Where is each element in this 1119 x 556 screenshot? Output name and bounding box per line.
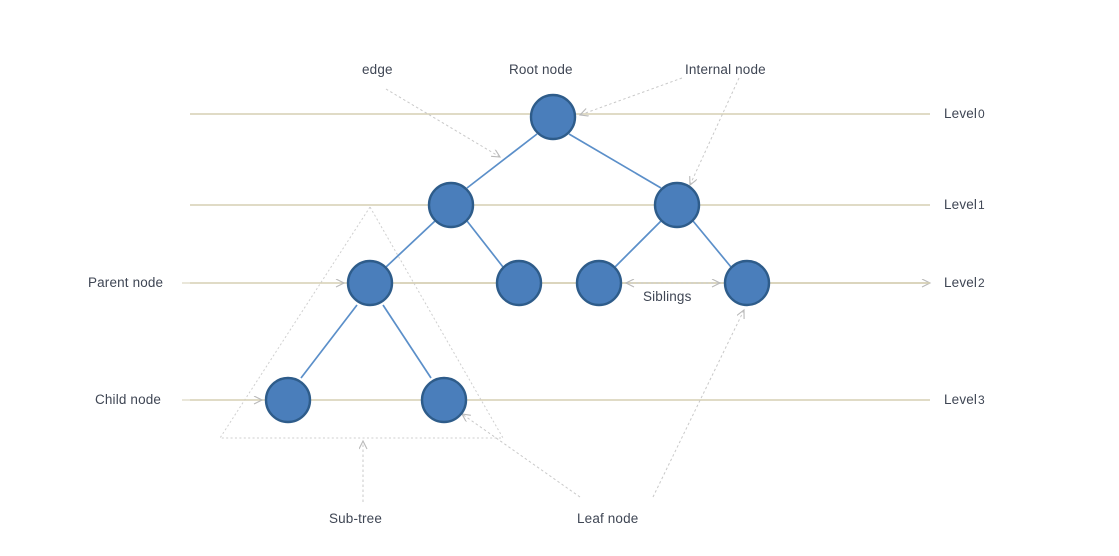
level-label-0-text: Level [944,106,978,121]
level-label-2-number: 2 [978,276,985,290]
level-label-3-text: Level [944,392,978,407]
edge-level1right-to-l2d [692,220,732,268]
child-node-right[interactable] [420,376,468,424]
level-label-1: Level1 [944,198,985,212]
leader-internal-node-to-root [580,77,683,115]
leader-leaf-node-right [652,310,744,498]
edge-parent-to-child-right [382,304,432,379]
tree-nodes-group [264,93,771,424]
level2-third-node[interactable] [575,259,623,307]
level-label-1-text: Level [944,197,978,212]
leader-leaf-node-left [462,414,581,498]
edge-parent-to-child-left [300,304,358,379]
root-node[interactable] [529,93,577,141]
subtree-outline-group [219,206,504,439]
annotation-siblings: Siblings [643,289,692,304]
level-label-3: Level3 [944,393,985,407]
level-label-2: Level2 [944,276,985,290]
annotation-root-node: Root node [509,62,573,77]
level2-fourth-node[interactable] [723,259,771,307]
tree-edges-group [300,133,732,379]
annotation-leaf-node: Leaf node [577,511,639,526]
level1-right-node[interactable] [653,181,701,229]
parent-node[interactable] [346,259,394,307]
edge-level1right-to-l2c [614,220,662,268]
leader-internal-node-to-level1-right [690,77,740,185]
level-label-3-number: 3 [978,393,985,407]
child-node-left[interactable] [264,376,312,424]
annotation-child-node: Child node [95,392,162,407]
annotation-parent-node: Parent node [88,275,164,290]
level-lines-group [190,113,930,401]
edge-level1left-to-l2b [466,220,504,268]
subtree-triangle [219,206,504,439]
level1-left-node[interactable] [427,181,475,229]
edge-level1left-to-parent [385,220,436,268]
annotation-edge: edge [362,62,393,77]
annotation-sub-tree: Sub-tree [329,511,382,526]
level-label-0-number: 0 [978,107,985,121]
level-label-0: Level0 [944,107,985,121]
edge-root-to-level1-right [568,133,662,189]
level-label-2-text: Level [944,275,978,290]
leader-edge [385,88,500,157]
leader-lines-group [182,77,744,502]
level-label-1-number: 1 [978,198,985,212]
level2-second-node[interactable] [495,259,543,307]
edge-root-to-level1-left [466,133,538,189]
annotation-internal-node: Internal node [685,62,766,77]
